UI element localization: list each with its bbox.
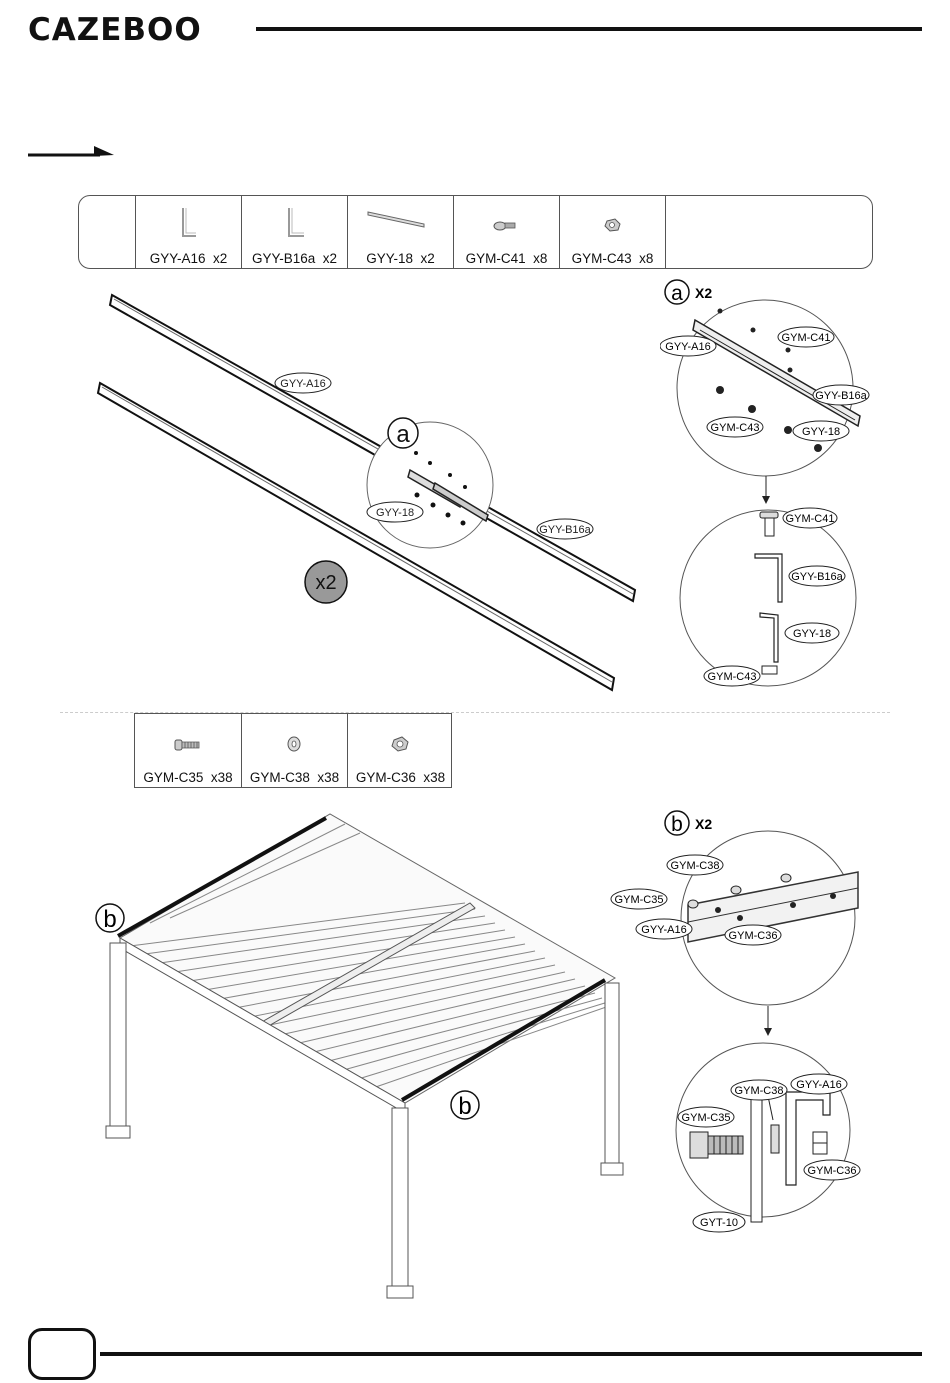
washer-icon bbox=[242, 718, 348, 768]
detail-a2-label-2: GYY-18 bbox=[793, 628, 831, 640]
flat-bar-icon bbox=[348, 200, 454, 250]
parts-table-step1: GYY-A16 x2 GYY-B16a x2 GYY-18 x2 GYM-C41… bbox=[78, 195, 873, 269]
detail-b-label-1: GYM-C35 bbox=[615, 894, 664, 906]
part-cell-gyy-a16: GYY-A16 x2 bbox=[135, 196, 241, 268]
nut-icon bbox=[348, 718, 454, 768]
part-code: GYY-B16a bbox=[252, 251, 315, 266]
step1-beams-diagram: GYY-A16 GYY-18 GYY-B16a a x2 bbox=[90, 285, 650, 695]
label-gyy-18: GYY-18 bbox=[376, 507, 414, 519]
detail-b2-label-4: GYT-10 bbox=[700, 1217, 738, 1229]
detail-a-label-1: GYM-C41 bbox=[782, 332, 831, 344]
part-cell-gym-c43: GYM-C43 x8 bbox=[559, 196, 665, 268]
detail-a-label-2: GYY-B16a bbox=[815, 390, 867, 402]
detail-a-label-3: GYM-C43 bbox=[711, 422, 760, 434]
detail-a-label-4: GYY-18 bbox=[802, 426, 840, 438]
part-cell-gym-c35: GYM-C35 x38 bbox=[135, 714, 241, 787]
part-qty: x2 bbox=[421, 251, 435, 266]
detail-a-panel: a X2 GYY-A16 GYM-C41 GYY-B16a GYM-C43 GY… bbox=[660, 278, 875, 693]
pergola-diagram: b b bbox=[90, 808, 640, 1308]
part-qty: x2 bbox=[323, 251, 337, 266]
part-qty: x38 bbox=[317, 770, 339, 785]
detail-b-mult: X2 bbox=[695, 816, 712, 832]
part-qty: x8 bbox=[639, 251, 653, 266]
part-qty: x38 bbox=[211, 770, 233, 785]
screw-icon bbox=[135, 718, 241, 768]
part-cell-divider bbox=[665, 196, 666, 268]
part-code: GYM-C41 bbox=[466, 251, 526, 266]
part-cell-gyy-b16a: GYY-B16a x2 bbox=[241, 196, 347, 268]
detail-b2-circle bbox=[676, 1043, 850, 1217]
part-qty: x8 bbox=[533, 251, 547, 266]
step-arrow-icon bbox=[28, 142, 118, 162]
label-gyy-a16: GYY-A16 bbox=[280, 378, 325, 390]
detail-a2-label-0: GYM-C41 bbox=[786, 513, 835, 525]
parts-table-step2: GYM-C35 x38 GYM-C38 x38 GYM-C36 x38 bbox=[134, 713, 452, 788]
detail-b-panel: b X2 GYM-C38 GYM-C35 GYY-A16 GYM-C36 GYM… bbox=[608, 810, 873, 1235]
callout-b-letter-right: b bbox=[458, 1093, 471, 1120]
part-cell-gyy-18: GYY-18 x2 bbox=[347, 196, 453, 268]
header-rule bbox=[256, 27, 922, 31]
callout-a-letter: a bbox=[396, 421, 410, 448]
part-qty: x2 bbox=[213, 251, 227, 266]
detail-b2-label-1: GYY-A16 bbox=[796, 1079, 841, 1091]
part-cell-gym-c41: GYM-C41 x8 bbox=[453, 196, 559, 268]
detail-a-mult: X2 bbox=[695, 285, 712, 301]
detail-b2-label-2: GYM-C35 bbox=[682, 1112, 731, 1124]
bolt-icon bbox=[454, 200, 560, 250]
footer-rule bbox=[100, 1352, 922, 1356]
part-cell-gym-c36: GYM-C36 x38 bbox=[347, 714, 453, 787]
nut-icon bbox=[560, 200, 666, 250]
part-cell-gym-c38: GYM-C38 x38 bbox=[241, 714, 347, 787]
detail-b-label-3: GYM-C36 bbox=[729, 930, 778, 942]
multiplier-text: x2 bbox=[315, 572, 336, 594]
detail-a-letter: a bbox=[671, 282, 683, 305]
detail-b-label-2: GYY-A16 bbox=[641, 924, 686, 936]
callout-b-letter-left: b bbox=[103, 906, 116, 933]
l-bracket-icon bbox=[242, 200, 348, 250]
detail-b-letter: b bbox=[671, 813, 683, 836]
part-code: GYM-C38 bbox=[250, 770, 310, 785]
part-qty: x38 bbox=[423, 770, 445, 785]
down-arrow-icon bbox=[764, 1028, 772, 1036]
part-code: GYM-C36 bbox=[356, 770, 416, 785]
part-code: GYY-A16 bbox=[150, 251, 206, 266]
l-bracket-icon bbox=[136, 200, 242, 250]
detail-a2-label-1: GYY-B16a bbox=[791, 571, 843, 583]
beam-gyy-a16 bbox=[110, 295, 635, 601]
down-arrow-icon bbox=[762, 496, 770, 504]
brand-logo: CAZEBOO bbox=[28, 12, 202, 48]
part-code: GYM-C35 bbox=[143, 770, 203, 785]
page-number-tab bbox=[28, 1328, 96, 1380]
detail-b2-label-3: GYM-C36 bbox=[808, 1165, 857, 1177]
part-code: GYM-C43 bbox=[572, 251, 632, 266]
part-code: GYY-18 bbox=[366, 251, 413, 266]
detail-b-label-0: GYM-C38 bbox=[671, 860, 720, 872]
label-gyy-b16a: GYY-B16a bbox=[539, 524, 591, 536]
detail-a-label-0: GYY-A16 bbox=[665, 341, 710, 353]
detail-a2-label-3: GYM-C43 bbox=[708, 671, 757, 683]
detail-b2-label-0: GYM-C38 bbox=[735, 1085, 784, 1097]
